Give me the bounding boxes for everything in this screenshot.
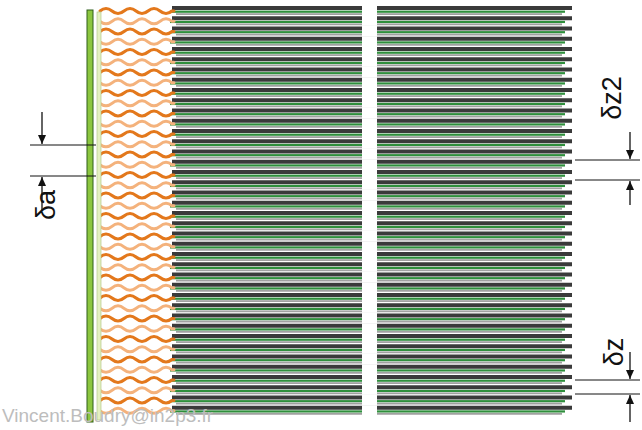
flex-cable (100, 214, 174, 219)
dimension-label: δz2 (599, 76, 626, 120)
module-gap (362, 57, 377, 67)
flex-cable (100, 357, 174, 362)
flex-cable (100, 111, 174, 116)
module-gap (362, 118, 377, 128)
module-gap (362, 303, 377, 313)
flex-cable (100, 326, 174, 331)
module-gap (362, 108, 377, 118)
flex-cable (100, 296, 174, 301)
flex-cable (100, 9, 174, 14)
module-gap (362, 282, 377, 292)
module-gap (362, 272, 377, 282)
flex-cable (100, 224, 174, 229)
module-gap (362, 6, 377, 16)
module-gap (362, 354, 377, 364)
module-gap (362, 221, 377, 231)
module-gap (362, 313, 377, 323)
module-gap (362, 231, 377, 241)
flex-cable (100, 162, 174, 167)
module-gap (362, 190, 377, 200)
flex-cable (100, 285, 174, 290)
flex-cable (100, 265, 174, 270)
module-gap (362, 200, 377, 210)
flex-cable (100, 398, 174, 403)
flex-cable (100, 132, 174, 137)
flex-cable (100, 244, 174, 249)
module-gap (362, 211, 377, 221)
module-gap (362, 334, 377, 344)
module-gap (362, 98, 377, 108)
flex-cable (100, 121, 174, 126)
module-gap (362, 129, 377, 139)
module-gap (362, 385, 377, 395)
module-gap (362, 241, 377, 251)
flex-cable (100, 193, 174, 198)
module-gap (362, 88, 377, 98)
flex-cable (100, 337, 174, 342)
flex-cable (100, 50, 174, 55)
flex-cable (100, 101, 174, 106)
module-gap (362, 26, 377, 36)
flex-cable (100, 388, 174, 393)
module-gap (362, 47, 377, 57)
module-gap (362, 36, 377, 46)
flex-cable (100, 152, 174, 157)
dimension-label: δa (33, 190, 60, 220)
module-gap (362, 149, 377, 159)
flex-cable (100, 203, 174, 208)
flex-cable (100, 70, 174, 75)
module-gap (362, 323, 377, 333)
module-gap (362, 395, 377, 405)
module-gap (362, 170, 377, 180)
flex-cable (100, 142, 174, 147)
module-gap (362, 364, 377, 374)
module-gap (362, 252, 377, 262)
watermark: Vincent.Boudry@in2p3.fr (2, 406, 213, 425)
flex-cable (100, 367, 174, 372)
flex-cable (100, 306, 174, 311)
module-gap (362, 375, 377, 385)
flex-cable (100, 234, 174, 239)
module-gap (362, 139, 377, 149)
module-gap (362, 405, 377, 415)
flex-cable (100, 60, 174, 65)
flex-cable (100, 183, 174, 188)
dimension-label: δz (601, 338, 628, 367)
flex-cable (100, 19, 174, 24)
flex-cable (100, 29, 174, 34)
flex-cable (100, 91, 174, 96)
flex-cable (100, 347, 174, 352)
module-gap (362, 159, 377, 169)
flex-cable (100, 39, 174, 44)
module-gap (362, 344, 377, 354)
flex-cable (100, 255, 174, 260)
module-gap (362, 262, 377, 272)
module-gap (362, 16, 377, 26)
module-gap (362, 67, 377, 77)
flex-cable (100, 80, 174, 85)
flex-cable (100, 378, 174, 383)
module-gap (362, 180, 377, 190)
flex-cable (100, 316, 174, 321)
module-gap (362, 77, 377, 87)
flex-cable (100, 173, 174, 178)
module-gap (362, 293, 377, 303)
flex-cable (100, 275, 174, 280)
